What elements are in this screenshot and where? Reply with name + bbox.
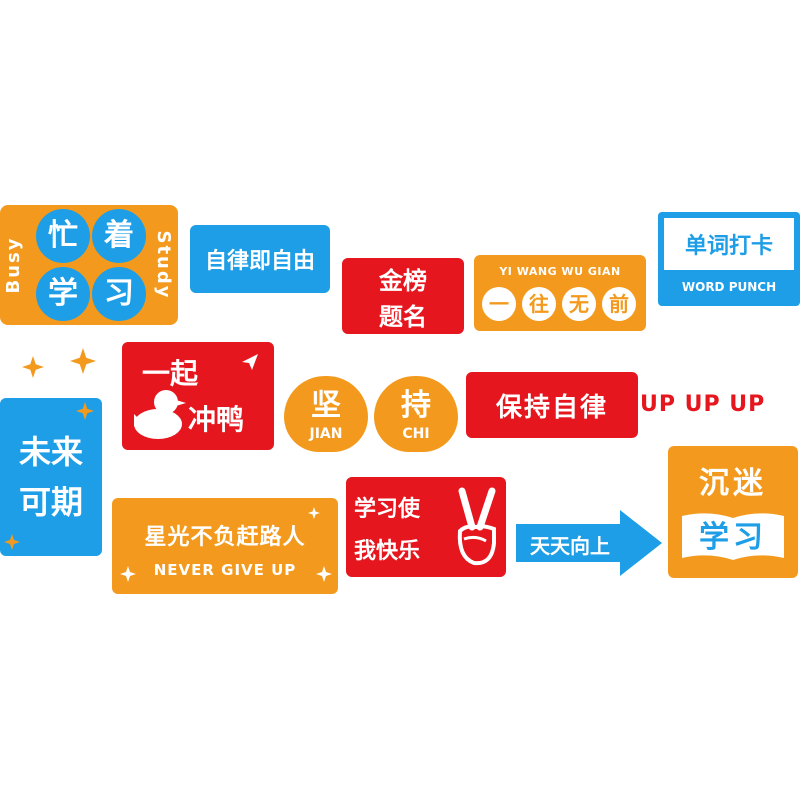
busy-study-sticker: Busy 忙 着 学 习 Study xyxy=(0,205,178,325)
yiwang-sticker: YI WANG WU GIAN 一 往 无 前 xyxy=(474,255,646,331)
up-up-up-text: UP UP UP xyxy=(640,392,766,417)
char-wu: 无 xyxy=(562,287,596,321)
yiqi-line1: 一起 xyxy=(142,357,199,390)
chi-flower: 持 CHI xyxy=(374,376,458,452)
arrow-icon xyxy=(516,510,662,576)
word-punch-title-box: 单词打卡 xyxy=(664,218,794,270)
xingguang-sticker: 星光不负赶路人 NEVER GIVE UP xyxy=(112,498,338,594)
xingguang-line2: NEVER GIVE UP xyxy=(153,561,297,579)
yiqi-sticker: 一起 冲鸭 xyxy=(122,342,274,450)
study-label: Study xyxy=(153,230,175,300)
jinbang-sticker: 金榜 题名 xyxy=(342,258,464,334)
book-icon xyxy=(682,513,784,560)
busy-label: Busy xyxy=(2,236,24,294)
sparkle-icon xyxy=(242,354,258,370)
sparkle-icon xyxy=(70,348,96,374)
baochi-text: 保持自律 xyxy=(495,392,608,423)
sparkle-icon xyxy=(120,566,136,582)
xingguang-line1: 星光不负赶路人 xyxy=(144,525,306,550)
yiqi-line2: 冲鸭 xyxy=(188,403,245,436)
tiantian-text: 天天向上 xyxy=(530,533,610,558)
chenmi-line1: 沉迷 xyxy=(699,466,767,501)
jian-flower: 坚 JIAN xyxy=(284,376,368,452)
char-qian: 前 xyxy=(602,287,636,321)
char-yi: 一 xyxy=(482,287,516,321)
chi-pinyin: CHI xyxy=(402,426,430,442)
word-punch-title: 单词打卡 xyxy=(684,234,773,259)
jinbang-line1: 金榜 xyxy=(379,266,427,295)
chenmi-line2: 学习 xyxy=(699,520,767,555)
jian-char: 坚 xyxy=(311,388,341,423)
sparkle-icon xyxy=(308,504,320,519)
weilai-line2: 可期 xyxy=(18,483,83,521)
jinbang-line2: 题名 xyxy=(379,302,427,331)
baochi-sticker: 保持自律 xyxy=(466,372,638,438)
sparkle-icon xyxy=(316,566,332,582)
word-punch-subtitle: WORD PUNCH xyxy=(681,280,777,294)
weilai-sticker: 未来 可期 xyxy=(0,398,102,556)
char-zhe: 着 xyxy=(92,209,146,263)
sparkle-icon xyxy=(22,356,44,378)
weilai-line1: 未来 xyxy=(18,433,83,471)
zilv-ziyou-sticker: 自律即自由 xyxy=(190,225,330,293)
chenmi-sticker: 沉迷 学习 xyxy=(668,446,798,578)
chi-char: 持 xyxy=(401,388,431,423)
xuexi-kuaile-sticker: 学习使 我快乐 xyxy=(346,477,506,577)
char-wang: 往 xyxy=(522,287,556,321)
char-xi: 习 xyxy=(92,267,146,321)
word-punch-sticker: 单词打卡 WORD PUNCH xyxy=(658,212,800,306)
victory-hand-icon xyxy=(457,487,496,566)
xuexi-kuaile-line1: 学习使 xyxy=(354,497,421,522)
yiwang-pinyin: YI WANG WU GIAN xyxy=(499,264,621,278)
char-mang: 忙 xyxy=(36,209,90,263)
duck-icon xyxy=(134,390,186,439)
xuexi-kuaile-line2: 我快乐 xyxy=(354,539,421,564)
jian-pinyin: JIAN xyxy=(309,426,343,442)
zilv-ziyou-text: 自律即自由 xyxy=(204,249,315,274)
sparkle-icon xyxy=(4,534,20,550)
char-xue: 学 xyxy=(36,267,90,321)
sparkle-icon xyxy=(76,402,94,420)
